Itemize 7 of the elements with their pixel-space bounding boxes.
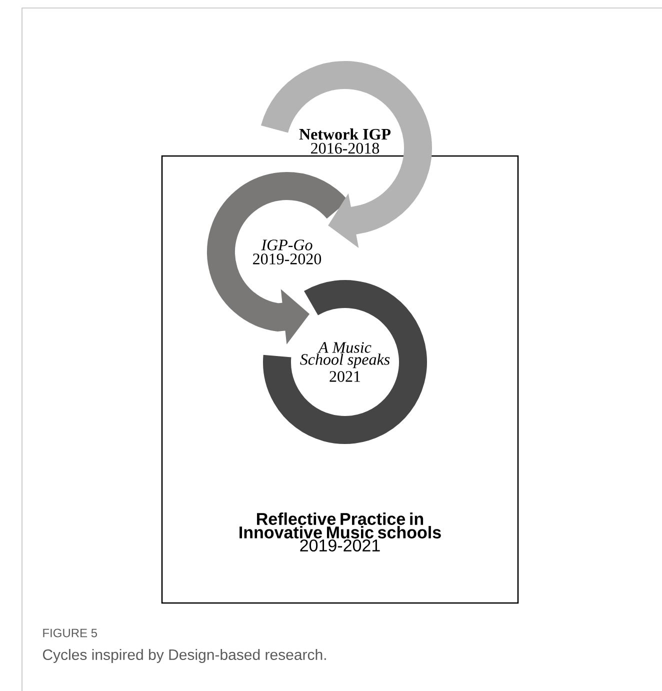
cycle-label: IGP-Go 2019-2020 — [253, 240, 322, 264]
cycle-label: Network IGP 2016-2018 — [299, 128, 391, 154]
cycle-label: A Music School speaks 2021 — [300, 342, 390, 382]
frame-box — [161, 155, 519, 604]
frame-label: Reflective Practice in Innovative Music schools 2019-2021 — [240, 512, 441, 552]
caption: Cycles inspired by Design-based research. — [42, 649, 326, 663]
figure-number: FIGURE 5 — [43, 628, 98, 638]
